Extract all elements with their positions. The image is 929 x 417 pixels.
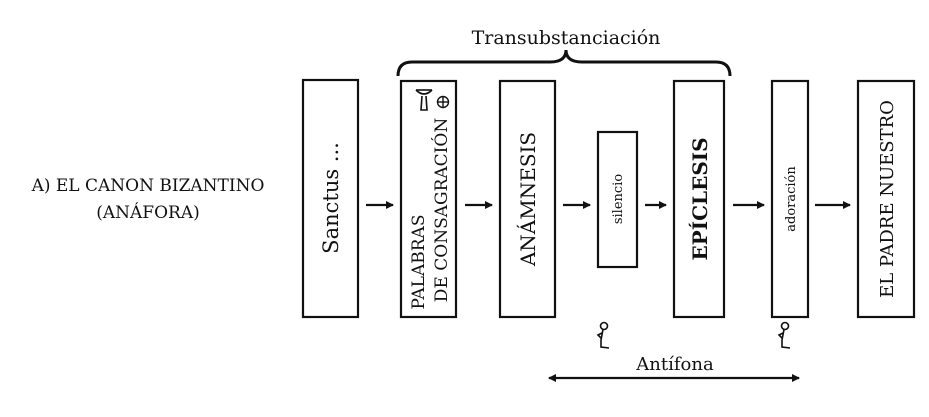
- section-label-line1: A) EL CANON BIZANTINO: [31, 176, 265, 196]
- step-palabras-line1: PALABRAS: [409, 215, 429, 310]
- step-palabras-line2: DE CONSAGRACIÓN: [431, 118, 452, 303]
- curly-brace: [396, 49, 732, 77]
- host-cross-icon: [436, 95, 450, 109]
- step-sanctus: Sanctus ...: [301, 78, 360, 319]
- step-silencio-label: silencio: [611, 174, 626, 224]
- antiphon-label: Antífona: [635, 354, 714, 375]
- step-epiclesis-label: EPÍCLESIS: [688, 137, 712, 260]
- chalice-icon: [415, 89, 433, 111]
- step-anamnesis: ANÁMNESIS: [498, 79, 557, 319]
- step-adoracion: adoración: [770, 79, 810, 319]
- step-silencio: silencio: [596, 130, 639, 269]
- step-palabras-consagracion: PALABRAS DE CONSAGRACIÓN: [399, 79, 458, 319]
- kneeling-figure-icon: [596, 321, 610, 349]
- step-sanctus-label: Sanctus ...: [319, 142, 343, 254]
- step-adoracion-label: adoración: [784, 166, 799, 232]
- step-epiclesis: EPÍCLESIS: [672, 79, 726, 319]
- section-label-line2: (ANÁFORA): [96, 202, 200, 223]
- step-padre-nuestro-label: EL PADRE NUESTRO: [877, 100, 898, 298]
- kneeling-figure-icon: [777, 321, 791, 349]
- step-padre-nuestro: EL PADRE NUESTRO: [856, 79, 916, 319]
- brace-label: Transubstanciación: [472, 27, 661, 49]
- step-anamnesis-label: ANÁMNESIS: [516, 132, 540, 267]
